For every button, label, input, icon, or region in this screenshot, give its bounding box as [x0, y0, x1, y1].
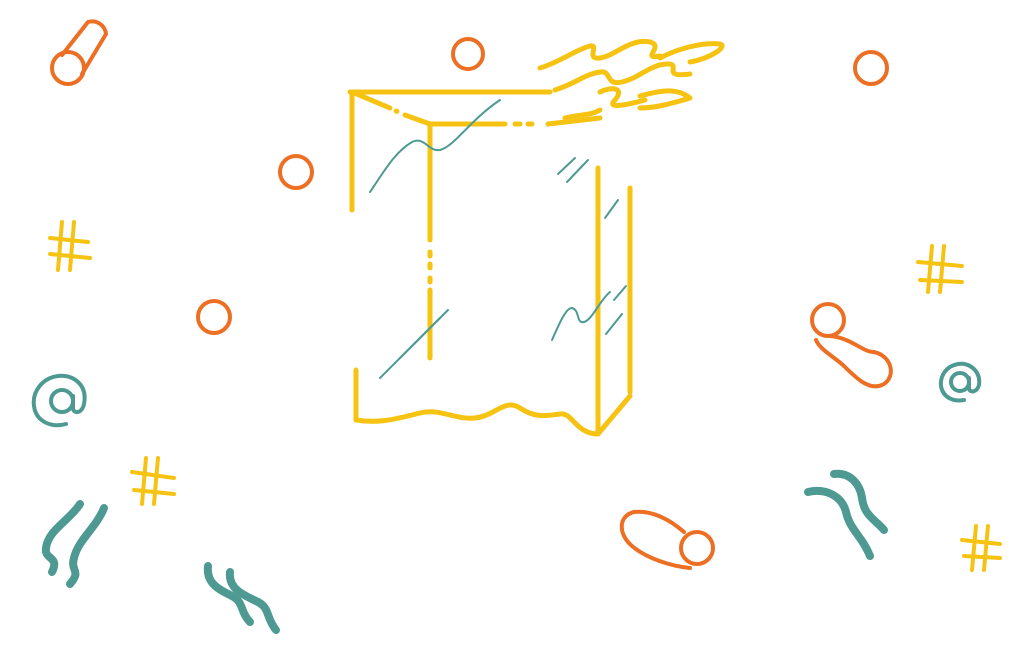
orange-ring-icon — [451, 37, 485, 71]
teal-at-sign-icon — [31, 373, 87, 428]
orange-ring-icon — [853, 50, 889, 86]
orange-ring-icon — [196, 299, 232, 335]
glass-reflections — [369, 99, 627, 379]
yellow-hash-icon — [960, 524, 1002, 572]
orange-capsule-icon — [50, 19, 108, 86]
teal-wave-icon — [804, 469, 888, 560]
teal-wave-icon — [203, 562, 280, 634]
yellow-hash-icon — [48, 220, 92, 272]
teal-at-sign-icon — [938, 361, 982, 403]
glass-pane — [347, 38, 725, 437]
orange-capsule-icon — [810, 302, 893, 389]
flame-shards — [537, 38, 725, 121]
orange-ring-icon — [278, 154, 314, 190]
yellow-hash-icon — [916, 244, 964, 294]
orange-capsule-icon — [619, 509, 715, 570]
teal-wave-icon — [41, 500, 108, 588]
yellow-hash-icon — [130, 456, 176, 506]
glass-frame — [347, 89, 633, 437]
